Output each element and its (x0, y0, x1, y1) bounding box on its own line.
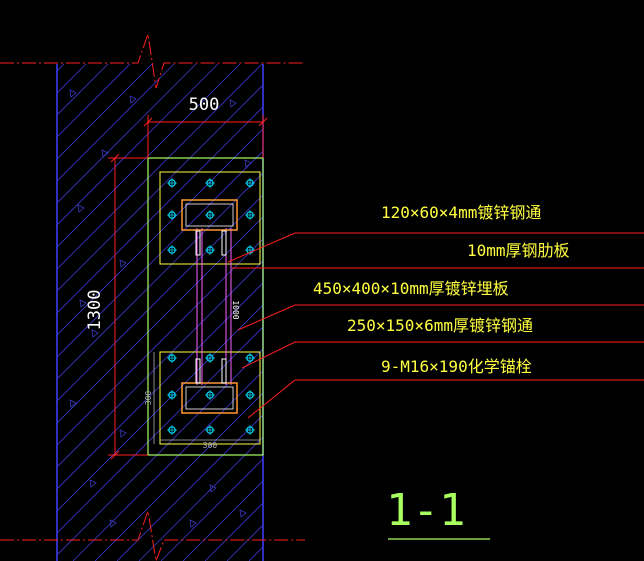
callout-steel-tube-250: 250×150×6mm厚镀锌钢通 (347, 316, 533, 335)
section-label: 1-1 (386, 485, 465, 536)
callout-rib-plate: 10mm厚钢肋板 (467, 241, 570, 260)
dimension-member-length: 1000 (231, 300, 240, 319)
dimension-width-label: 500 (189, 95, 220, 115)
callout-embedded-plate: 450×400×10mm厚镀锌埋板 (313, 279, 509, 298)
anchor-bolts (167, 178, 255, 435)
dimension-height-label: 1300 (85, 290, 105, 331)
dimension-small (153, 352, 260, 444)
top-steel-tube (181, 199, 238, 231)
dimension-width (143, 115, 268, 158)
steel-ribs (195, 230, 227, 384)
bottom-steel-tube (181, 382, 238, 414)
callout-steel-tube-120: 120×60×4mm镀锌钢通 (381, 203, 541, 222)
embedded-plate-outline (147, 157, 264, 456)
top-plate (159, 171, 261, 265)
dimension-height (108, 153, 148, 460)
leader-lines (227, 232, 644, 419)
dimension-small-left: 300 (144, 391, 153, 406)
break-line-bottom (0, 510, 305, 561)
dimension-small-bottom: 300 (203, 441, 218, 450)
bottom-plate (159, 351, 261, 445)
break-line-top (0, 33, 305, 89)
callout-anchor-bolt: 9-M16×190化学锚栓 (381, 357, 532, 376)
